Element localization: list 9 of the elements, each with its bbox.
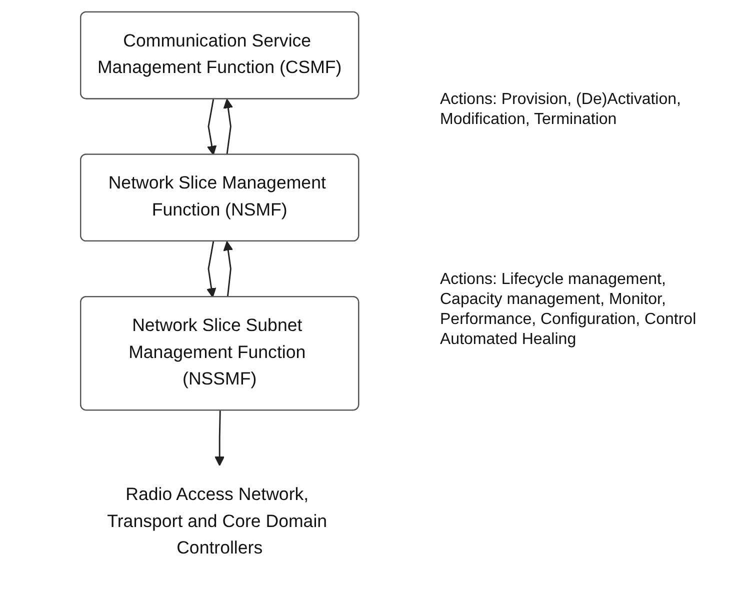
arrow bbox=[207, 99, 218, 156]
action-note: Actions: Provision, (De)Activation, Modification, Termination bbox=[440, 90, 682, 130]
action-note: Actions: Lifecycle management, Capacity management, Monitor, Performance, Configuration, Control Automated Healing bbox=[440, 270, 698, 350]
arrow bbox=[206, 241, 217, 298]
node-text: Radio Access Network, Transport and Core Domain Controllers bbox=[108, 486, 328, 558]
flowchart: Communication Service Management Function (CSMF) Network Slice Management Function (NSMF) Network Slice Subnet Management Function (NSSMF) Radio Access Network, Transport and Core Domain Controllers bbox=[55, 3, 385, 588]
arrow bbox=[215, 410, 225, 466]
arrow bbox=[224, 98, 234, 155]
arrow bbox=[224, 241, 234, 298]
